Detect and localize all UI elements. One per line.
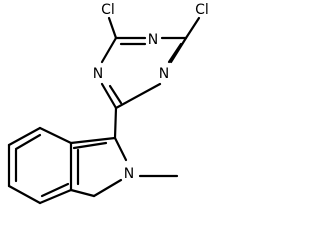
bond-c7-c6-inner (14, 133, 42, 151)
triazine-ring (100, 16, 201, 110)
atom-label-cl-right: Cl (195, 2, 209, 18)
atom-label-n-top: N (148, 32, 158, 48)
bond-c-left-n-left (100, 36, 118, 64)
bond-n-left-c-bottom (100, 82, 118, 110)
bond-c7a-c7 (38, 126, 73, 145)
bond-c5-c4 (7, 184, 42, 205)
bond-triazine-isoindole (113, 106, 118, 140)
molecule-structure: Cl Cl N N N N (7, 2, 209, 205)
bond-c4-c3a (38, 188, 73, 205)
atom-label-n-pyrrole: N (124, 166, 134, 182)
isoindole-ring (7, 126, 179, 205)
bond-n-left-c-bottom-inner (108, 84, 123, 105)
bond-c3-c3a (69, 188, 96, 198)
atom-label-n-right: N (159, 66, 169, 82)
bond-n2-c3 (92, 178, 123, 198)
atom-label-cl-left: Cl (101, 2, 115, 18)
bond-c1-c7a (69, 136, 117, 145)
bond-c-right-n-right (169, 36, 188, 64)
atom-label-n-left: N (93, 66, 103, 82)
bond-c7-c6 (7, 126, 42, 147)
bond-cl-right (184, 16, 201, 40)
bond-c1-n2 (113, 136, 128, 162)
bond-c1-c7a-inner (72, 141, 108, 150)
bond-c-right-n-right-inner (167, 42, 183, 64)
bond-c4-c3a-inner (40, 182, 70, 198)
bond-cl-left (107, 16, 118, 40)
bond-n-right-c-bottom (114, 82, 162, 110)
